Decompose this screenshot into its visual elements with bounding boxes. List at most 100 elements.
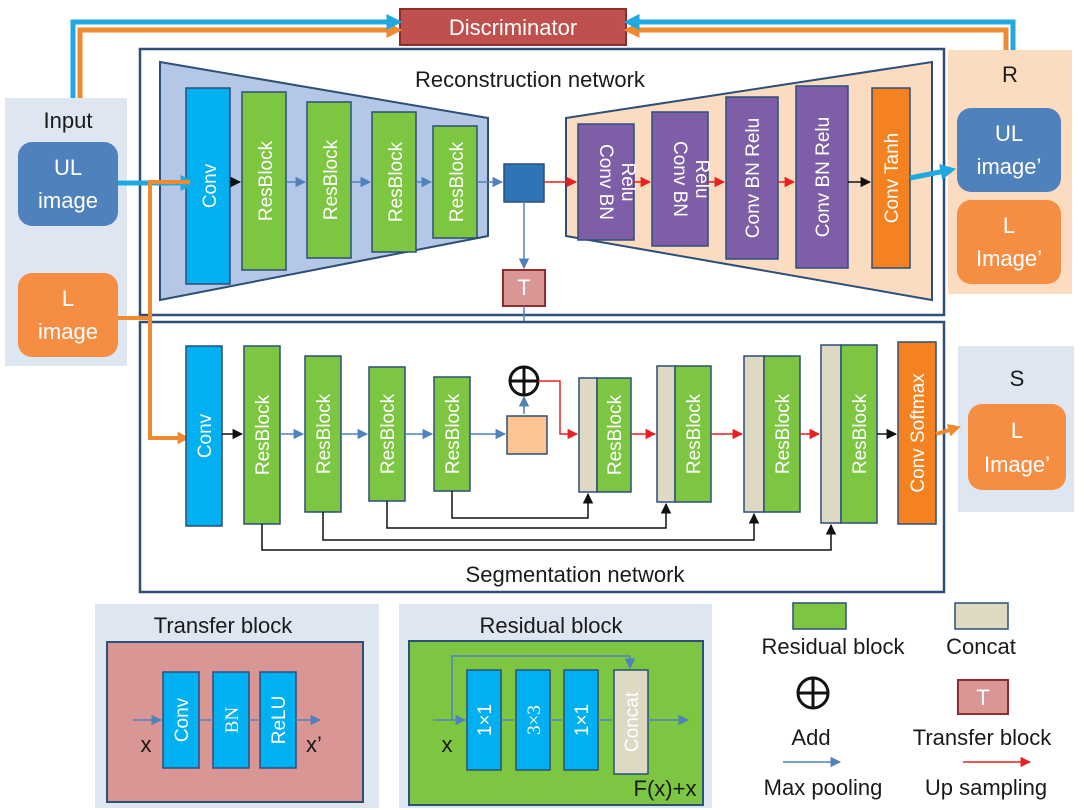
skip-res2-dec3 <box>322 512 760 541</box>
l-to-seg-arrow <box>118 316 191 445</box>
rb-fx: F(x)+x <box>634 776 697 801</box>
seg-resblock-2: ResBlock <box>304 355 342 513</box>
svg-text:BN: BN <box>222 707 243 734</box>
tanh-to-r-output <box>909 164 957 181</box>
svg-text:ResBlock: ResBlock <box>447 141 468 222</box>
rb-shortcut-arrow <box>451 655 636 720</box>
svg-text:image’: image’ <box>977 154 1042 179</box>
svg-text:Relu: Relu <box>691 159 712 198</box>
recon-conv-tanh: Conv Tanh <box>871 87 911 269</box>
legend: Residual block Concat Add T Transfer blo… <box>761 602 1053 800</box>
rb-conv-1x1-b: 1×1 <box>563 669 599 771</box>
svg-text:ResBlock: ResBlock <box>256 140 277 221</box>
legend-transfer-swatch: T <box>957 679 1009 715</box>
l-image-reconstructed: L Image’ <box>957 200 1061 284</box>
recon-decoder-2: Conv BN Relu <box>651 111 712 247</box>
softmax-to-s-output <box>935 424 961 437</box>
svg-text:ResBlock: ResBlock <box>378 393 399 474</box>
legend-add-label: Add <box>791 725 830 750</box>
svg-text:1×1: 1×1 <box>572 704 593 736</box>
l-image-input: L image <box>18 273 118 357</box>
legend-upsample-label: Up sampling <box>925 775 1047 800</box>
tb-relu: ReLU <box>259 671 297 769</box>
legend-concat-label: Concat <box>946 634 1016 659</box>
tb-conv: Conv <box>162 671 200 769</box>
svg-text:ResBlock: ResBlock <box>386 141 407 222</box>
svg-text:ResBlock: ResBlock <box>605 394 626 475</box>
discriminator-label: Discriminator <box>449 15 577 40</box>
input-to-discriminator-orange <box>77 21 403 98</box>
residual-block-title: Residual block <box>479 613 623 638</box>
svg-text:T: T <box>976 685 989 710</box>
svg-text:Conv: Conv <box>195 413 216 458</box>
svg-text:ResBlock: ResBlock <box>321 139 342 220</box>
legend-residual-swatch <box>792 602 847 630</box>
seg-resblock-1: ResBlock <box>243 345 281 525</box>
l-image-segmented: L Image’ <box>968 404 1066 490</box>
svg-text:1×1: 1×1 <box>475 704 496 736</box>
svg-text:Conv BN: Conv BN <box>595 144 616 220</box>
svg-text:Relu: Relu <box>617 162 638 201</box>
svg-text:Image’: Image’ <box>976 246 1042 271</box>
svg-text:ResBlock: ResBlock <box>684 393 705 474</box>
r-output-title: R <box>1002 62 1018 87</box>
svg-text:UL: UL <box>995 121 1023 146</box>
svg-text:Conv: Conv <box>200 163 221 208</box>
svg-text:T: T <box>517 275 530 300</box>
legend-transfer-label: Transfer block <box>913 725 1053 750</box>
discriminator-box: Discriminator <box>399 8 627 46</box>
skip-res1-dec4 <box>261 523 837 551</box>
ul-image-input: UL image <box>18 142 118 226</box>
svg-text:ResBlock: ResBlock <box>443 393 464 474</box>
tb-bn: BN <box>212 671 250 769</box>
legend-add-icon <box>796 676 830 710</box>
svg-text:image: image <box>38 319 98 344</box>
seg-bottleneck-block <box>506 415 548 455</box>
svg-text:Conv BN Relu: Conv BN Relu <box>813 117 834 237</box>
svg-text:ResBlock: ResBlock <box>850 393 871 474</box>
svg-text:Conv BN: Conv BN <box>669 141 690 217</box>
seg-decoder-1: ResBlock <box>578 377 632 493</box>
svg-text:L: L <box>1003 213 1015 238</box>
transfer-block-title: Transfer block <box>154 613 294 638</box>
seg-conv-softmax: Conv Softmax <box>897 341 937 525</box>
s-output-title: S <box>1010 366 1025 391</box>
skip-res4-dec1 <box>451 491 594 519</box>
recon-decoder-1: Conv BN Relu <box>577 123 638 241</box>
skip-res3-dec2 <box>386 501 672 529</box>
svg-text:Conv BN Relu: Conv BN Relu <box>743 118 764 238</box>
svg-text:Conv Tanh: Conv Tanh <box>882 133 903 224</box>
svg-text:3×3: 3×3 <box>524 705 545 735</box>
svg-text:ResBlock: ResBlock <box>314 393 335 474</box>
seg-resblock-3: ResBlock <box>368 366 406 502</box>
seg-decoder-3: ResBlock <box>743 355 801 513</box>
add-operator <box>508 365 540 397</box>
svg-text:Conv Softmax: Conv Softmax <box>908 373 929 493</box>
recon-resblock-1: ResBlock <box>241 91 287 271</box>
recon-resblock-2: ResBlock <box>306 101 352 259</box>
recon-resblock-3: ResBlock <box>371 111 417 253</box>
rb-conv-1x1-a: 1×1 <box>466 669 502 771</box>
legend-concat-swatch <box>954 602 1009 630</box>
svg-text:Image’: Image’ <box>984 452 1050 477</box>
legend-maxpool-label: Max pooling <box>764 775 883 800</box>
svg-text:L: L <box>1011 418 1023 443</box>
svg-text:L: L <box>62 286 74 311</box>
recon-decoder-4: Conv BN Relu <box>795 85 849 269</box>
bottleneck-block <box>503 163 545 203</box>
transfer-t-block: T <box>502 269 546 307</box>
seg-resblock-4: ResBlock <box>433 376 471 492</box>
svg-text:ReLU: ReLU <box>269 696 290 745</box>
seg-decoder-2: ResBlock <box>656 365 712 503</box>
svg-text:image: image <box>38 188 98 213</box>
svg-text:Conv: Conv <box>172 697 193 742</box>
r-to-discriminator-orange <box>623 21 1009 50</box>
segmentation-network-title: Segmentation network <box>466 562 686 587</box>
recon-resblock-4: ResBlock <box>432 125 478 239</box>
input-to-discriminator-cyan <box>70 13 403 98</box>
ul-image-reconstructed: UL image’ <box>957 108 1061 192</box>
rb-concat: Concat <box>613 669 649 775</box>
rb-x-in: x <box>442 732 453 757</box>
seg-arrow-add-dec1 <box>538 380 579 440</box>
